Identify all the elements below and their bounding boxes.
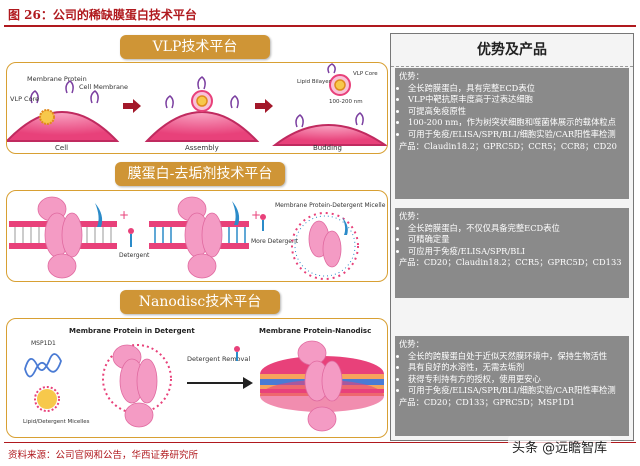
vlp-advantage-list: 全长跨膜蛋白，具有完整ECD表位 VLP中靶抗原丰度高于过表达细胞 可提高免疫原… [399,83,625,141]
detergent-section-title: 膜蛋白-去垢剂技术平台 [115,162,285,186]
top-rule [4,25,636,27]
lipid-micelle-icon [34,386,60,412]
lipid-micelles-label: Lipid/Detergent Micelles [23,419,90,425]
nanodisc-section-title: Nanodisc技术平台 [120,290,280,314]
protein-in-detergent-graphic [102,344,172,428]
membrane-protein-in-detergent-label: Membrane Protein in Detergent [69,327,195,335]
detergent-panel: + Detergent + More Detergent [6,190,388,282]
nanodisc-graphic [260,340,384,432]
list-item: 可应用于免疫/ELISA/SPR/BLI [408,246,625,258]
removal-arrow-head [243,377,253,389]
vlp-core-dot [39,109,55,125]
list-item: 可用于免疫/ELISA/SPR/BLI/细胞实验/CAR阳性率检测 [408,385,625,397]
detergent-section-title-wrap: 膜蛋白-去垢剂技术平台 [115,162,285,186]
nanodisc-advantages-box: 优势： 全长的跨膜蛋白处于近似天然膜环境中，保持生物活性 具有良好的水溶性，无需… [395,336,629,436]
list-item: 全长跨膜蛋白，不仅仅具备完整ECD表位 [408,223,625,235]
step-budding-label: Budding [313,144,342,152]
detergent-advantage-list: 全长跨膜蛋白，不仅仅具备完整ECD表位 可精确定量 可应用于免疫/ELISA/S… [399,223,625,258]
bottom-rule [4,442,636,443]
vlp-diagram: Membrane Protein Cell Membrane VLP Core … [7,63,387,152]
nanodisc-advantage-label: 优势： [399,339,424,349]
list-item: 全长的跨膜蛋白处于近似天然膜环境中，保持生物活性 [408,351,625,363]
micelle-graphic [291,212,359,280]
vlp-advantage-label: 优势： [399,71,424,81]
list-item: 获得专利持有方的授权，使用更安心 [408,374,625,386]
vlp-panel: Membrane Protein Cell Membrane VLP Core … [6,62,388,154]
membrane-protein-label: Membrane Protein [27,75,87,83]
list-item: 全长跨膜蛋白，具有完整ECD表位 [408,83,625,95]
msp-label: MSP1D1 [31,340,56,347]
micelle-label: Membrane Protein-Detergent Micelle [275,202,386,209]
step-assembly-label: Assembly [185,144,219,152]
nanodisc-products: 产品：CD20；CD133；GPRC5D；MSP1D1 [399,396,575,407]
list-item: 具有良好的水溶性，无需去垢剂 [408,362,625,374]
list-item: VLP中靶抗原丰度高于过表达细胞 [408,94,625,106]
vlp-core-label: VLP Core [10,95,39,103]
msp-helix-icon [24,353,62,378]
plus-symbol: + [119,208,129,222]
detergent-removal-label-1: Detergent Removal [187,355,250,363]
advantages-panel: 优势及产品 优势： 全长跨膜蛋白，具有完整ECD表位 VLP中靶抗原丰度高于过表… [390,33,634,441]
list-item: 可提高免疫原性 [408,106,625,118]
membrane-protein-nanodisc-label: Membrane Protein-Nanodisc [259,327,371,335]
nanodisc-diagram: Membrane Protein in Detergent Membrane P… [23,327,384,432]
list-item: 100-200 nm，作为树突状细胞和噬菌体展示的载体粒点 [408,117,625,129]
list-item: 可用于免疫/ELISA/SPR/BLI/细胞实验/CAR阳性率检测 [408,129,625,141]
nanodisc-panel: Membrane Protein in Detergent Membrane P… [6,318,388,438]
assembly-step-graphic [144,76,260,142]
antibody-icon-2 [232,201,240,225]
more-detergent-label: More Detergent [251,238,299,245]
membrane-protein-2 [177,196,223,279]
vlp-core-label-2: VLP Core [353,71,378,77]
detergent-removal-icon [234,346,240,361]
advantages-header: 优势及产品 [391,34,633,67]
step-cell-label: Cell [55,144,68,152]
vlp-section-title-wrap: VLP技术平台 [120,35,270,59]
nanodisc-advantage-list: 全长的跨膜蛋白处于近似天然膜环境中，保持生物活性 具有良好的水溶性，无需去垢剂 … [399,351,625,397]
nanodisc-section-title-wrap: Nanodisc技术平台 [120,290,280,314]
figure-title: 图 26：公司的稀缺膜蛋白技术平台 [8,8,197,22]
lipid-bilayer-label: Lipid Bilayer [297,79,332,85]
detergent-advantage-label: 优势： [399,211,424,221]
detergent-molecule [128,228,134,247]
vlp-section-title: VLP技术平台 [120,35,270,59]
vlp-products: 产品：Claudin18.2；GPRC5D；CCR5；CCR8；CD20 [399,140,617,151]
membrane-protein-1 [37,196,83,279]
step-arrow-1 [123,99,141,113]
cell-step-graphic [7,80,120,142]
size-label: 100-200 nm [329,99,363,105]
step-arrow-2 [255,99,273,113]
antibody-icon-1 [95,203,103,227]
detergent-diagram: + Detergent + More Detergent [9,196,386,280]
vlp-advantages-box: 优势： 全长跨膜蛋白，具有完整ECD表位 VLP中靶抗原丰度高于过表达细胞 可提… [395,68,629,199]
cell-membrane-label: Cell Membrane [79,83,128,91]
detergent-products: 产品：CD20；Claudin18.2；CCR5；GPRC5D；CD133 [399,257,622,268]
detergent-label: Detergent [119,252,150,259]
budding-step-graphic [272,63,387,146]
source-note: 资料来源：公司官网和公告，华西证券研究所 [8,450,199,461]
watermark: 头条 @远瞻智库 [508,436,612,457]
detergent-advantages-box: 优势： 全长跨膜蛋白，不仅仅具备完整ECD表位 可精确定量 可应用于免疫/ELI… [395,208,629,298]
more-detergent-molecule [260,214,266,231]
list-item: 可精确定量 [408,234,625,246]
plus-symbol-2: + [251,208,261,222]
